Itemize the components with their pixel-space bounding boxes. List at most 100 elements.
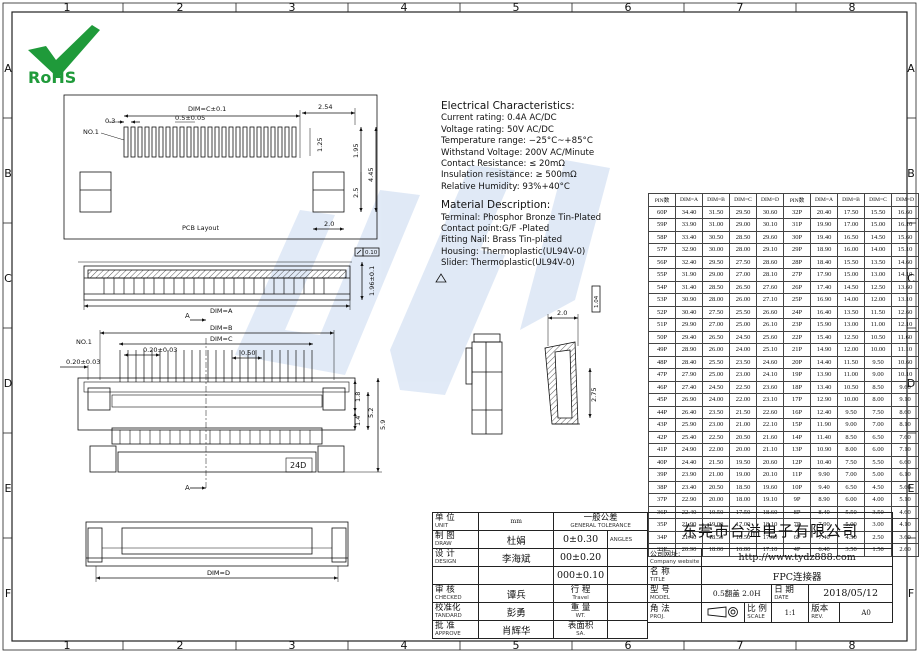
dimension-cell: 20.10	[756, 468, 784, 482]
dimension-cell: 13P	[783, 443, 811, 457]
dimension-cell: 6.00	[864, 443, 892, 457]
dimension-header-cell: DIM=D	[756, 193, 784, 207]
dimension-cell: 29.00	[729, 218, 757, 232]
scale-value: 1:1	[771, 602, 810, 623]
dimension-cell: 11.90	[810, 418, 838, 432]
pcb-layout-view	[63, 94, 378, 240]
dimension-cell: 13.00	[837, 318, 865, 332]
row-label: F	[5, 587, 11, 600]
side-section-view	[544, 285, 601, 425]
top-view	[60, 318, 382, 490]
dimension-header-cell: DIM=A	[810, 193, 838, 207]
dimension-cell: 14.00	[864, 243, 892, 257]
col-label: 2	[177, 639, 184, 652]
dimension-cell: 6.50	[864, 430, 892, 444]
dimension-cell: 41P	[648, 443, 676, 457]
angles-label: ANGLES	[606, 530, 649, 549]
dimension-cell: 28.10	[756, 268, 784, 282]
section-a-top: A	[185, 312, 190, 320]
dimension-cell: 4.10	[891, 518, 919, 532]
dimension-cell: 60P	[648, 205, 676, 219]
dimension-cell: 9P	[783, 493, 811, 507]
dimension-cell: 14.90	[810, 343, 838, 357]
dimension-cell: 11P	[783, 468, 811, 482]
dimension-cell: 4.50	[864, 480, 892, 494]
dimension-cell: 9.60	[891, 380, 919, 394]
col-label: 7	[737, 1, 744, 14]
date-value: 2018/05/12	[808, 584, 893, 603]
dimension-cell: 23.00	[702, 418, 730, 432]
standard-label-cn: 校准化	[435, 603, 461, 613]
dimension-cell: 19P	[783, 368, 811, 382]
dimension-header-cell: DIM=C	[729, 193, 757, 207]
dimension-cell: 7.10	[891, 443, 919, 457]
draw-label-en: DRAW	[435, 541, 452, 547]
revision-value: A0	[839, 602, 893, 623]
dimension-cell: 24.90	[675, 443, 703, 457]
model-value: 0.5翻盖 2.0H	[701, 584, 773, 603]
dimension-cell: 7.50	[837, 455, 865, 469]
dimension-cell: 11.10	[891, 343, 919, 357]
title-block-right: 东莞市台溢电子有限公司 公司网址:Company website http://…	[646, 512, 893, 623]
design-label-en: DESIGN	[435, 559, 457, 565]
dimension-cell: 28.90	[675, 343, 703, 357]
dimension-cell: 9.00	[837, 418, 865, 432]
unit-label-cn: 单 位	[435, 513, 455, 523]
dimension-cell: 44P	[648, 405, 676, 419]
dimension-cell: 9.50	[837, 405, 865, 419]
svg-text:RoHS: RoHS	[28, 68, 76, 87]
electrical-line: Withstand Voltage: 200V AC/Minute	[441, 147, 595, 158]
dimension-cell: 9.10	[891, 393, 919, 407]
dimension-cell: 16.10	[891, 218, 919, 232]
dimension-cell: 9.40	[810, 480, 838, 494]
dimension-header-cell: DIM=D	[891, 193, 919, 207]
dimension-cell: 30P	[783, 230, 811, 244]
dimension-cell: 6.60	[891, 455, 919, 469]
dimension-cell: 18.00	[729, 493, 757, 507]
dimension-cell: 30.40	[675, 305, 703, 319]
dimension-cell: 10.00	[864, 343, 892, 357]
dimension-cell: 21.50	[729, 405, 757, 419]
dimension-cell: 15.60	[891, 230, 919, 244]
dimension-cell: 58P	[648, 230, 676, 244]
dimension-cell: 37P	[648, 493, 676, 507]
dim-d-label: DIM=D	[207, 569, 230, 577]
dimension-cell: 25.60	[756, 330, 784, 344]
dimension-cell: 24.00	[729, 343, 757, 357]
dim-c-top-label: DIM=C	[210, 335, 233, 343]
standard-label-en: TANDARD	[435, 613, 462, 619]
dimension-cell: 12.90	[810, 393, 838, 407]
date-label-cn: 日 期	[774, 585, 794, 595]
pcb-layout-title: PCB Layout	[182, 224, 220, 232]
dimension-cell: 12.60	[891, 305, 919, 319]
bottom-view	[85, 521, 349, 582]
material-heading: Material Description:	[441, 199, 551, 212]
dimension-cell: 7.00	[864, 418, 892, 432]
dimension-cell: 21.60	[756, 430, 784, 444]
dimension-cell: 11.40	[810, 430, 838, 444]
dimension-cell: 16.50	[837, 230, 865, 244]
dimension-cell: 53P	[648, 293, 676, 307]
dimension-cell: 25.10	[756, 343, 784, 357]
dimension-cell: 22P	[783, 330, 811, 344]
dimension-cell: 30.50	[702, 230, 730, 244]
dimension-cell: 13.40	[810, 380, 838, 394]
dimension-cell: 59P	[648, 218, 676, 232]
dimension-cell: 20P	[783, 355, 811, 369]
electrical-line: Current rating: 0.4A AC/DC	[441, 113, 557, 124]
dimension-cell: 8.00	[864, 393, 892, 407]
dimension-cell: 5.60	[891, 480, 919, 494]
dimension-cell: 25.00	[702, 368, 730, 382]
dimension-cell: 38P	[648, 480, 676, 494]
dim-20-label: 2.0	[324, 220, 334, 228]
dimension-cell: 29.40	[675, 330, 703, 344]
dimension-cell: 32.90	[675, 243, 703, 257]
dimension-cell: 26.50	[702, 330, 730, 344]
